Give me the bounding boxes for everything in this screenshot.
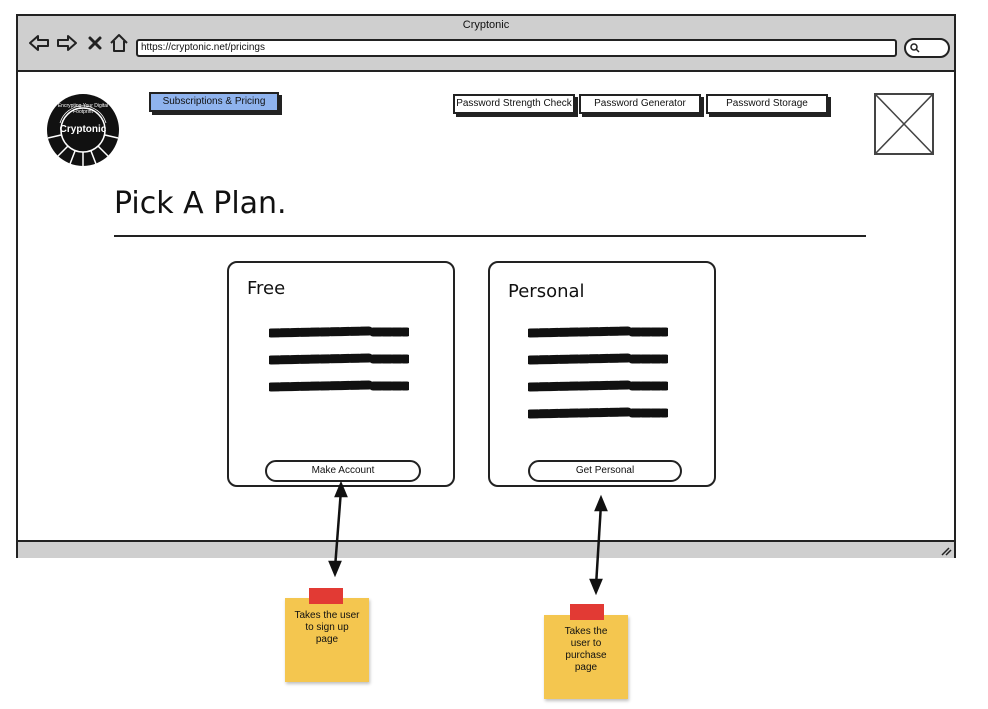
sticky-note-text: Takes the user to purchase page: [564, 626, 608, 673]
cryptonic-logo[interactable]: Encrypting Your Digital Footprint Crypto…: [46, 93, 120, 167]
window-title: Cryptonic: [462, 19, 510, 31]
placeholder-text-line: [528, 326, 668, 338]
placeholder-text-line: [269, 353, 409, 365]
tape-strip: [309, 588, 343, 604]
plan-title: Personal: [508, 281, 585, 302]
placeholder-text-line: [269, 380, 409, 392]
make-account-button[interactable]: Make Account: [265, 460, 421, 482]
sticky-note-text: Takes the user to sign up page: [294, 610, 360, 645]
search-icon: [910, 43, 920, 53]
placeholder-text-line: [269, 326, 409, 338]
logo-tagline: Encrypting Your Digital Footprint: [57, 103, 109, 115]
get-personal-button[interactable]: Get Personal: [528, 460, 682, 482]
forward-arrow-icon[interactable]: [56, 33, 78, 53]
address-bar[interactable]: https://cryptonic.net/pricings: [136, 39, 897, 57]
back-arrow-icon[interactable]: [28, 33, 50, 53]
page-title: Pick A Plan.: [114, 186, 287, 221]
logo-name: Cryptonic: [59, 124, 107, 135]
browser-window: Cryptonic https://cryptonic.net/pricings: [16, 14, 956, 558]
browser-search-box[interactable]: [904, 38, 950, 58]
nav-password-storage[interactable]: Password Storage: [706, 94, 828, 114]
sticky-note-purchase: Takes the user to purchase page: [544, 615, 628, 699]
nav-password-generator[interactable]: Password Generator: [579, 94, 701, 114]
plan-card-personal: Personal Get Personal: [488, 261, 716, 487]
subscriptions-pricing-link[interactable]: Subscriptions & Pricing: [149, 92, 279, 112]
browser-titlebar: Cryptonic https://cryptonic.net/pricings: [18, 16, 954, 72]
browser-statusbar: [18, 540, 954, 558]
resize-grip-icon[interactable]: [940, 544, 952, 556]
image-placeholder: [874, 93, 934, 155]
heading-divider: [114, 235, 866, 237]
close-icon[interactable]: [84, 33, 106, 53]
sticky-note-signup: Takes the user to sign up page: [285, 598, 369, 682]
home-icon[interactable]: [108, 33, 130, 53]
placeholder-text-line: [528, 407, 668, 419]
nav-password-strength-check[interactable]: Password Strength Check: [453, 94, 575, 114]
plan-title: Free: [247, 278, 286, 299]
tape-strip: [570, 604, 604, 620]
placeholder-text-line: [528, 380, 668, 392]
placeholder-text-line: [528, 353, 668, 365]
